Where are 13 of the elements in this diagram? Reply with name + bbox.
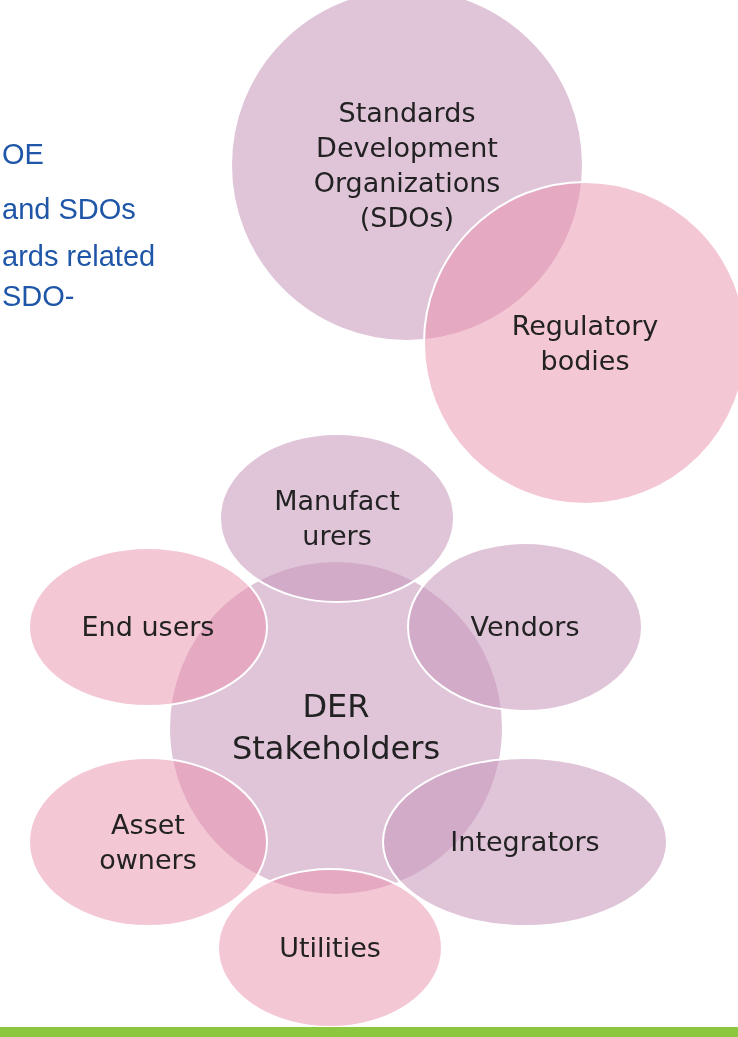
circle-label: Regulatory bodies [510,308,660,378]
text-fragment: SDO- [2,280,75,313]
circle-label: DER Stakeholders [230,686,442,769]
text-fragment: and SDOs [2,193,136,226]
circle-label: Utilities [278,931,382,966]
circle-label: Asset owners [98,807,198,877]
circle-label: Manufact urers [273,483,401,553]
circle-label: End users [80,610,216,645]
circle-label: Vendors [469,610,581,645]
circle-label: Standards Development Organizations (SDOs) [312,95,502,236]
text-fragment: OE [2,138,44,171]
circle-label: Integrators [449,825,601,860]
text-fragment: ards related [2,240,156,273]
